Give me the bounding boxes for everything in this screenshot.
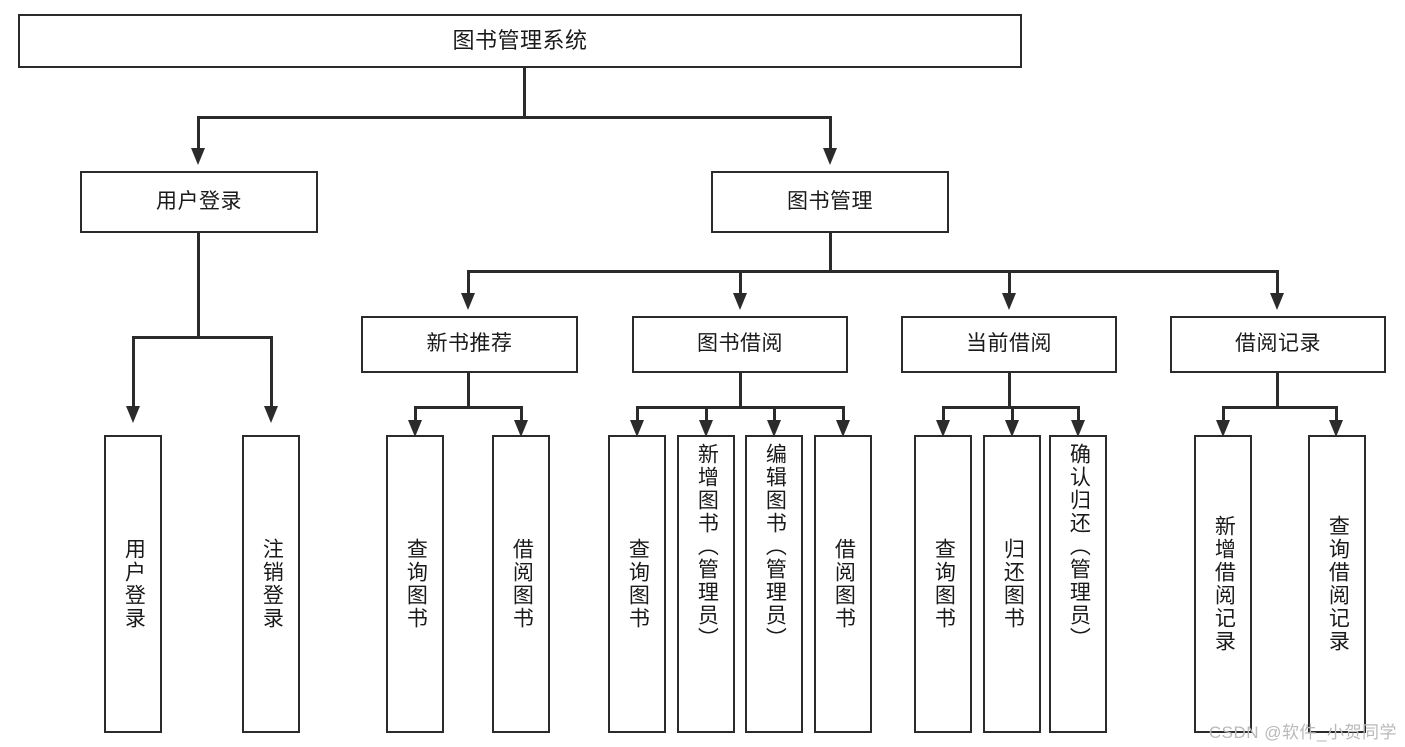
leaf-user-login[interactable]: 用户登录 [104,435,162,733]
node-label: 借阅图书 [832,538,856,630]
connector-root-to-book-management [829,116,832,150]
node-new-book-recommend[interactable]: 新书推荐 [361,316,578,373]
arrowhead-book-borrow [733,293,747,310]
connector-user-login-stem [197,233,200,336]
arrowhead-leaf-query-book-1 [408,420,422,437]
node-label: 编辑图书（管理员） [763,443,787,650]
connector-to-current-borrow [1008,270,1011,295]
node-label: 图书管理 [787,189,873,213]
leaf-confirm-return-admin[interactable]: 确认归还（管理员） [1049,435,1107,733]
connector-to-leaf-query-record [1335,406,1338,424]
node-label: 当前借阅 [966,332,1052,356]
connector-to-leaf-query-book-1 [414,406,417,424]
connector-current-borrow-bar [942,406,1079,409]
node-borrow-record[interactable]: 借阅记录 [1170,316,1386,373]
arrowhead-leaf-confirm-return [1071,420,1085,437]
node-book-borrow[interactable]: 图书借阅 [632,316,848,373]
connector-to-borrow-record [1276,270,1279,295]
node-label: 归还图书 [1001,538,1025,630]
connector-to-leaf-query-book-2 [636,406,639,424]
connector-level2-bar [467,270,1278,273]
leaf-borrow-book[interactable]: 借阅图书 [814,435,872,733]
connector-borrow-record-stem [1276,373,1279,407]
node-current-borrow[interactable]: 当前借阅 [901,316,1117,373]
leaf-query-borrow-record[interactable]: 查询借阅记录 [1308,435,1366,733]
arrowhead-leaf-borrow-book-1 [514,420,528,437]
arrowhead-book-management [823,148,837,165]
connector-current-borrow-stem [1008,373,1011,407]
leaf-query-book-borrow[interactable]: 查询图书 [608,435,666,733]
arrowhead-leaf-logout [264,406,278,423]
connector-to-leaf-user-login [132,336,135,408]
arrowhead-leaf-query-record [1329,420,1343,437]
leaf-borrow-book-recommend[interactable]: 借阅图书 [492,435,550,733]
connector-to-leaf-borrow-book-1 [520,406,523,424]
node-label: 新书推荐 [426,332,513,356]
leaf-return-book[interactable]: 归还图书 [983,435,1041,733]
connector-new-book-recommend-bar [414,406,522,409]
arrowhead-user-login [191,148,205,165]
connector-to-leaf-logout [270,336,273,408]
leaf-logout[interactable]: 注销登录 [242,435,300,733]
node-label: 新增图书（管理员） [695,443,719,650]
leaf-edit-book-admin[interactable]: 编辑图书（管理员） [745,435,803,733]
connector-to-leaf-add-book [705,406,708,424]
csdn-watermark: CSDN @软件_小贺同学 [1208,723,1397,742]
connector-to-leaf-add-record [1222,406,1225,424]
node-label: 注销登录 [260,538,284,630]
leaf-add-borrow-record[interactable]: 新增借阅记录 [1194,435,1252,733]
arrowhead-borrow-record [1270,293,1284,310]
node-label: 查询图书 [626,538,650,630]
leaf-query-book-recommend[interactable]: 查询图书 [386,435,444,733]
node-label: 用户登录 [122,538,146,630]
node-label: 查询借阅记录 [1326,515,1350,653]
arrowhead-leaf-user-login [126,406,140,423]
node-root-book-management-system[interactable]: 图书管理系统 [18,14,1022,68]
node-label: 借阅图书 [510,538,534,630]
node-label: 图书借阅 [697,332,783,356]
arrowhead-current-borrow [1002,293,1016,310]
arrowhead-leaf-edit-book [767,420,781,437]
connector-borrow-record-bar [1222,406,1337,409]
node-label: 查询图书 [932,538,956,630]
leaf-add-book-admin[interactable]: 新增图书（管理员） [677,435,735,733]
arrowhead-leaf-borrow-book-2 [836,420,850,437]
arrowhead-leaf-query-book-2 [630,420,644,437]
connector-to-book-borrow [739,270,742,295]
node-label: 确认归还（管理员） [1067,443,1091,650]
node-label: 查询图书 [404,538,428,630]
connector-root-stem [523,68,526,116]
node-label: 新增借阅记录 [1212,515,1236,653]
arrowhead-new-book-recommend [461,293,475,310]
leaf-query-book-current[interactable]: 查询图书 [914,435,972,733]
connector-to-leaf-confirm-return [1077,406,1080,424]
connector-to-leaf-edit-book [773,406,776,424]
node-label: 借阅记录 [1235,332,1321,356]
connector-new-book-recommend-stem [467,373,470,407]
node-label: 图书管理系统 [452,28,588,54]
connector-to-new-book-recommend [467,270,470,295]
connector-to-leaf-return-book [1011,406,1014,424]
arrowhead-leaf-query-book-3 [936,420,950,437]
connector-to-leaf-query-book-3 [942,406,945,424]
connector-root-bar [197,116,832,119]
node-book-management[interactable]: 图书管理 [711,171,949,233]
node-user-login[interactable]: 用户登录 [80,171,318,233]
arrowhead-leaf-add-book [699,420,713,437]
connector-user-login-bar [132,336,272,339]
node-label: 用户登录 [156,189,242,213]
connector-book-borrow-bar [636,406,844,409]
arrowhead-leaf-add-record [1216,420,1230,437]
connector-to-leaf-borrow-book-2 [842,406,845,424]
connector-book-management-stem [829,233,832,271]
connector-root-to-user-login [197,116,200,150]
connector-book-borrow-stem [739,373,742,407]
arrowhead-leaf-return-book [1005,420,1019,437]
